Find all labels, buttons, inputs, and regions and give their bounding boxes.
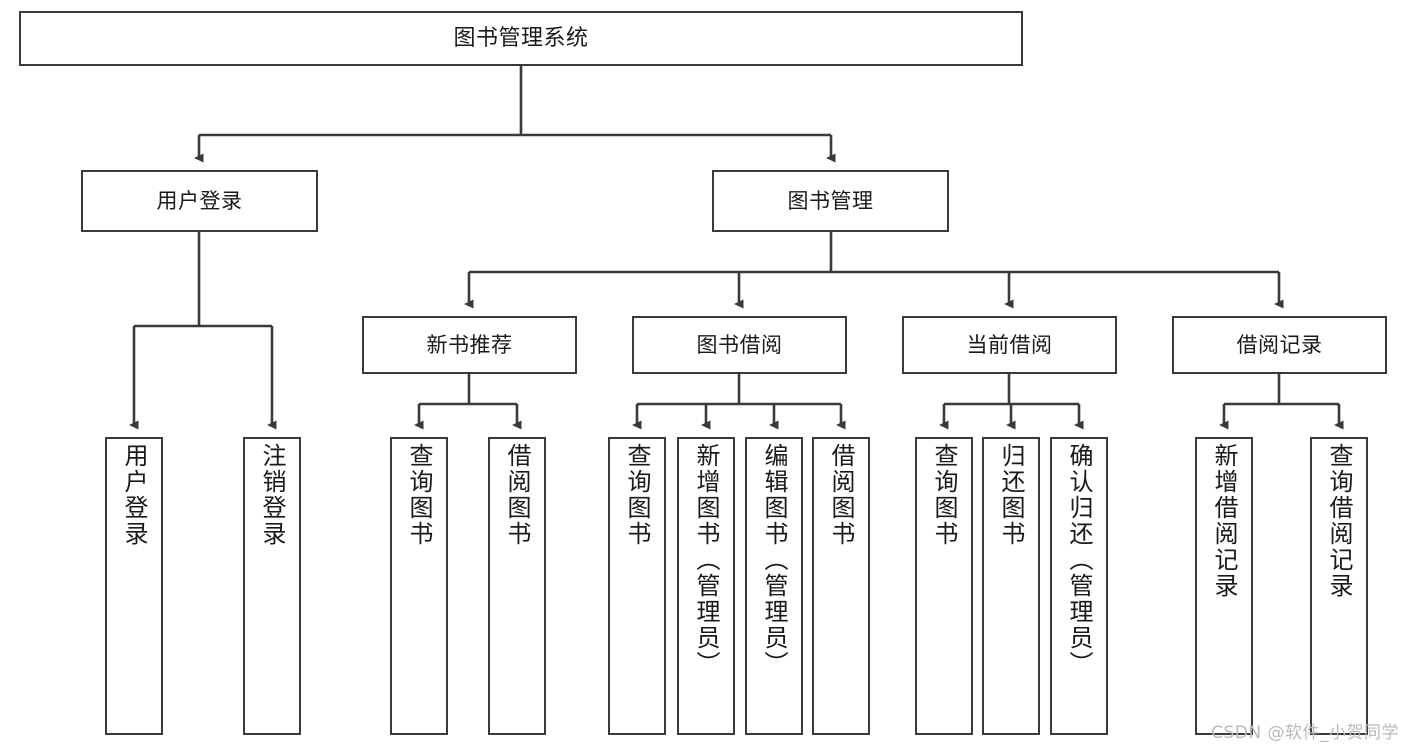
node-label: 用户登录: [120, 443, 148, 547]
node-label: 查询图书: [405, 443, 433, 547]
node-borrow-record[interactable]: 借阅记录: [1172, 316, 1387, 374]
node-label: 查询借阅记录: [1325, 443, 1353, 599]
node-label: 新书推荐: [426, 332, 513, 357]
node-user-login[interactable]: 用户登录: [81, 170, 318, 232]
csdn-watermark: CSDN @软件_小贺同学: [1211, 723, 1399, 743]
node-label: 用户登录: [156, 188, 243, 213]
node-current-borrow[interactable]: 当前借阅: [902, 316, 1117, 374]
leaf-return-book[interactable]: 归还图书: [982, 437, 1040, 735]
node-label: 借阅图书: [503, 443, 531, 547]
node-label: 借阅图书: [827, 443, 855, 547]
node-label: 确认归还（管理员）: [1065, 443, 1093, 677]
node-label: 图书管理系统: [453, 25, 589, 51]
node-label: 注销登录: [258, 443, 286, 547]
node-label: 图书借阅: [696, 332, 783, 357]
leaf-edit-book-admin[interactable]: 编辑图书（管理员）: [745, 437, 803, 735]
node-new-book-recommendation[interactable]: 新书推荐: [362, 316, 577, 374]
node-root-book-management-system[interactable]: 图书管理系统: [19, 11, 1023, 66]
leaf-query-borrow-record[interactable]: 查询借阅记录: [1310, 437, 1368, 735]
leaf-user-login[interactable]: 用户登录: [105, 437, 163, 735]
node-label: 编辑图书（管理员）: [760, 443, 788, 677]
node-label: 查询图书: [930, 443, 958, 547]
leaf-add-borrow-record[interactable]: 新增借阅记录: [1195, 437, 1253, 735]
leaf-query-book-new-rec[interactable]: 查询图书: [390, 437, 448, 735]
node-label: 借阅记录: [1236, 332, 1323, 357]
node-book-borrow[interactable]: 图书借阅: [632, 316, 847, 374]
leaf-borrow-book-new-rec[interactable]: 借阅图书: [488, 437, 546, 735]
leaf-borrow-book-borrow[interactable]: 借阅图书: [812, 437, 870, 735]
node-label: 查询图书: [623, 443, 651, 547]
node-label: 新增图书（管理员）: [692, 443, 720, 677]
leaf-query-book-borrow[interactable]: 查询图书: [608, 437, 666, 735]
node-label: 当前借阅: [966, 332, 1053, 357]
node-label: 归还图书: [997, 443, 1025, 547]
leaf-logout-login[interactable]: 注销登录: [243, 437, 301, 735]
node-label: 图书管理: [787, 188, 874, 213]
leaf-query-book-current[interactable]: 查询图书: [915, 437, 973, 735]
node-label: 新增借阅记录: [1210, 443, 1238, 599]
leaf-add-book-admin[interactable]: 新增图书（管理员）: [677, 437, 735, 735]
leaf-confirm-return-admin[interactable]: 确认归还（管理员）: [1050, 437, 1108, 735]
node-book-management[interactable]: 图书管理: [712, 170, 949, 232]
